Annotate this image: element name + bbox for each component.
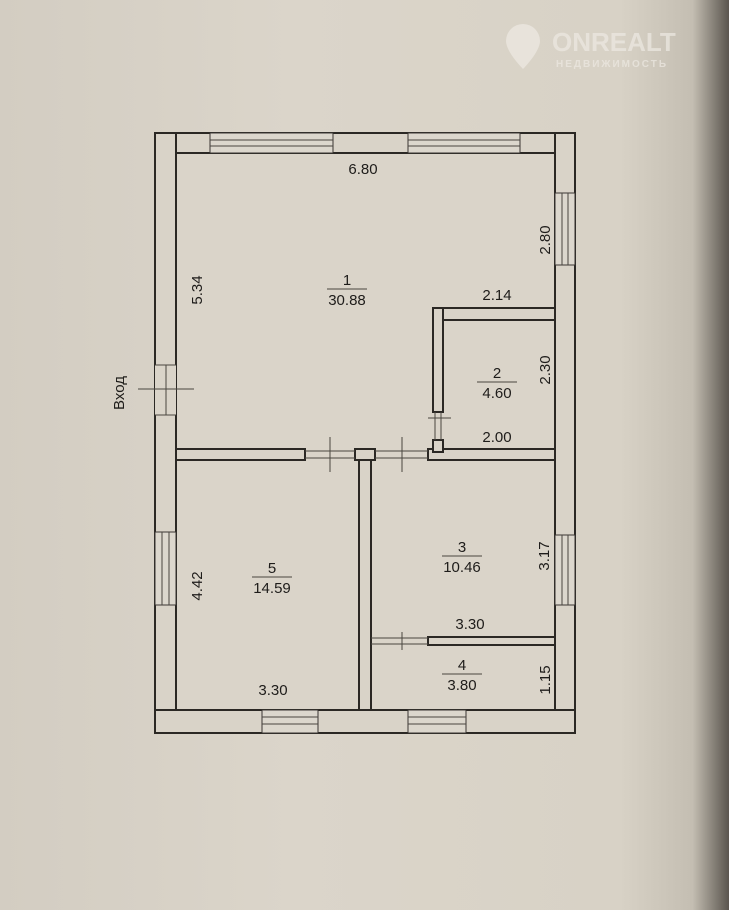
wall-1-3 [427,448,556,461]
dim-room3-width: 3.30 [455,616,484,633]
room-1-number: 1 [343,272,351,289]
dim-room2-width: 2.00 [482,429,511,446]
wall-1-5 [175,448,306,461]
dim-room4-height: 1.15 [537,665,554,694]
room-3-number: 3 [458,539,466,556]
room-2-number: 2 [493,365,501,382]
doors [138,364,451,650]
window [209,132,334,154]
room-5-area: 14.59 [253,580,291,597]
dim-room3-height: 3.17 [536,541,553,570]
door [305,437,355,472]
wall-5-3 [358,459,372,711]
dim-room5-height: 4.42 [189,571,206,600]
window [154,531,177,606]
wall-post [354,448,376,461]
walls [154,132,576,734]
dim-room5-width: 3.30 [258,682,287,699]
room-5-number: 5 [268,560,276,577]
wall-room2-top [432,307,556,321]
door [371,632,428,650]
room-4-number: 4 [458,657,466,674]
wall-room2-door-jamb [432,439,444,453]
labels: Вход 1 30.88 2 4.60 3 10.46 4 3.80 5 14.… [111,161,554,699]
window [261,709,319,734]
bottom-wall [154,709,576,734]
dim-room1-right-lower: 2.14 [482,287,511,304]
room-1-area: 30.88 [328,292,366,309]
window [554,534,576,606]
dim-room1-width: 6.80 [348,161,377,178]
watermark: ONREALT НЕДВИЖИМОСТЬ [506,24,676,70]
watermark-brand: ONREALT [552,27,676,57]
left-wall [154,132,177,734]
wall-room2-left [432,307,444,413]
watermark-pin-icon [506,24,540,69]
window [407,709,467,734]
entrance-door [138,364,194,416]
dim-room2-height: 2.30 [537,355,554,384]
room-4-area: 3.80 [447,677,476,694]
dim-room1-right-upper: 2.80 [537,225,554,254]
wall-3-4 [427,636,556,646]
room-3-area: 10.46 [443,559,481,576]
entrance-label: Вход [111,376,128,410]
dim-room1-height: 5.34 [189,275,206,304]
room-2-area: 4.60 [482,385,511,402]
watermark-subtitle: НЕДВИЖИМОСТЬ [556,59,668,70]
window [554,192,576,266]
windows [154,132,576,734]
window [407,132,521,154]
door [375,437,428,472]
door [428,412,451,440]
